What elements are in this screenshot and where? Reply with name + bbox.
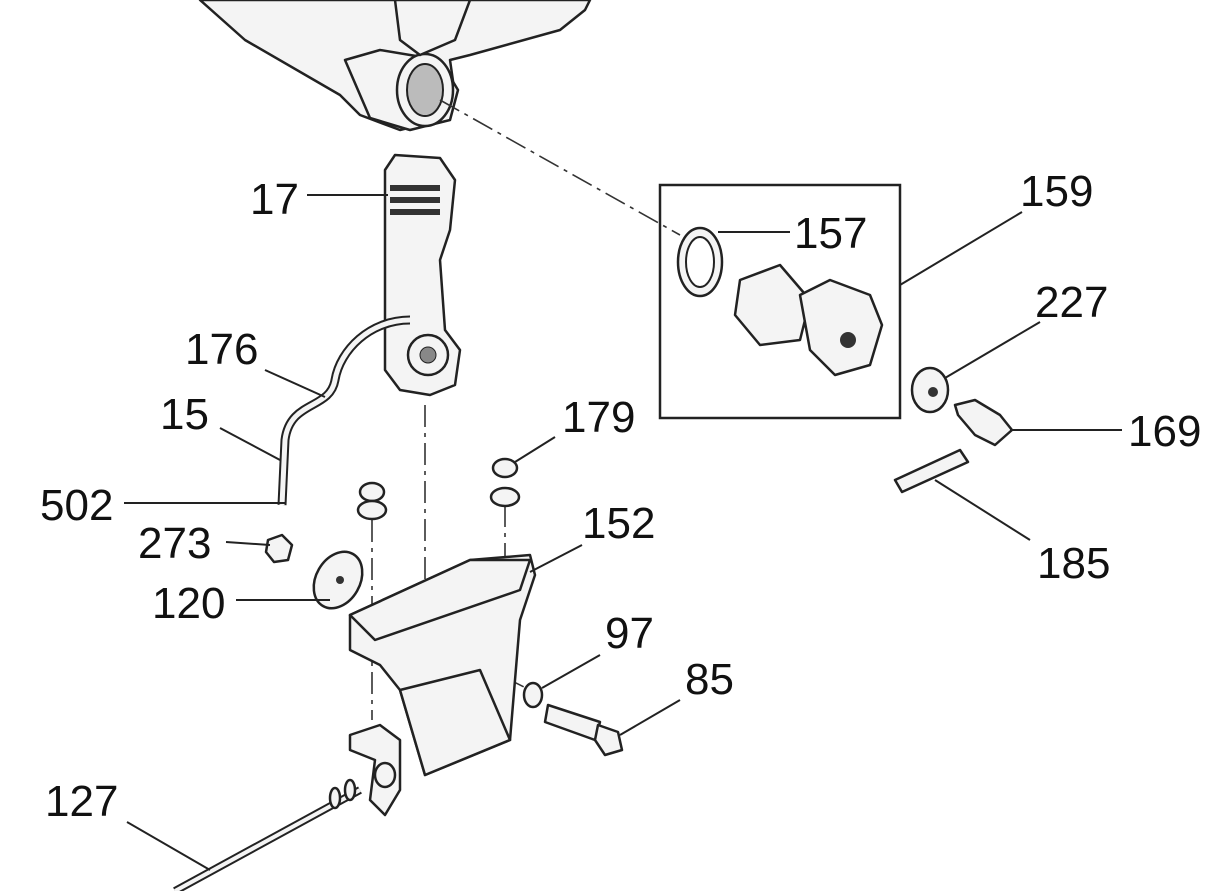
leader-lines xyxy=(124,194,1122,871)
callout-152: 152 xyxy=(582,499,655,548)
washer-97 xyxy=(522,681,544,709)
callout-179: 179 xyxy=(562,393,635,442)
callout-227: 227 xyxy=(1035,278,1108,327)
bracket-152 xyxy=(348,553,537,777)
housing-part xyxy=(198,0,592,132)
callout-185: 185 xyxy=(1037,539,1110,588)
callout-85: 85 xyxy=(685,655,734,704)
callout-97: 97 xyxy=(605,609,654,658)
callout-120: 120 xyxy=(152,579,225,628)
washer-227 xyxy=(910,366,950,414)
callout-15: 15 xyxy=(160,390,209,439)
rod-127 xyxy=(173,723,402,891)
callout-176: 176 xyxy=(185,325,258,374)
callout-17: 17 xyxy=(250,175,299,224)
fitting-169 xyxy=(953,398,1014,447)
tube-185 xyxy=(893,448,970,494)
bolt-85 xyxy=(543,703,624,757)
nut-273 xyxy=(264,533,294,564)
callout-159: 159 xyxy=(1020,167,1093,216)
axis-line xyxy=(439,99,681,236)
callout-169: 169 xyxy=(1128,407,1201,456)
filter-part xyxy=(733,263,884,377)
callout-127: 127 xyxy=(45,777,118,826)
handle-part xyxy=(383,153,462,397)
assembly-box xyxy=(658,183,902,420)
callout-273: 273 xyxy=(138,519,211,568)
knob-179 xyxy=(356,457,521,521)
callout-502: 502 xyxy=(40,481,113,530)
callout-157: 157 xyxy=(794,209,867,258)
